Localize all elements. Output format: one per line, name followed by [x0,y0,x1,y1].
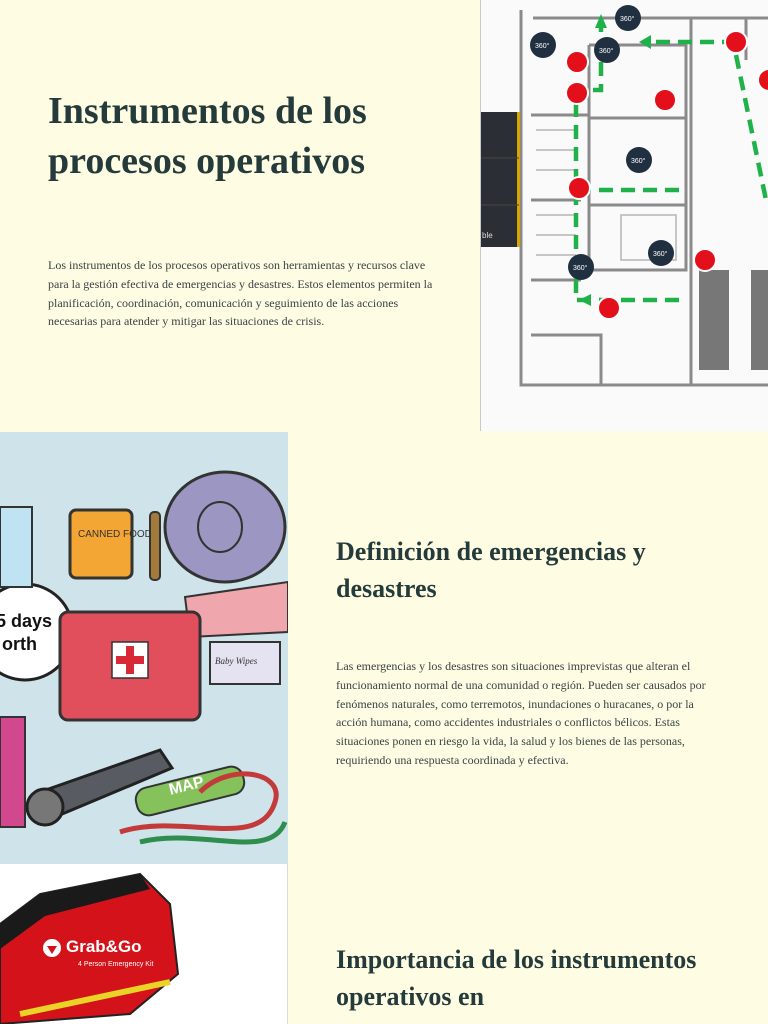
fire-extinguisher-icon [565,30,768,320]
section-body: Los instrumentos de los procesos operati… [48,258,433,329]
panorama-360-label: 360° [599,47,614,55]
section-title: Definición de emergencias y desastres [336,537,646,603]
floor-plan-drawing: ble 360°360°360°360°360 [481,5,768,387]
wipes-label: Baby Wipes [215,656,258,666]
panorama-360-label: 360° [573,264,588,272]
evacuation-floor-plan-image: ble 360°360°360°360°360 [480,0,768,431]
section-importancia: Importancia de los instrumentos operativ… [336,941,736,1015]
can-label: CANNED FOOD [78,529,152,540]
section-instrumentos: Instrumentos de los procesos operativos … [48,86,448,331]
panorama-360-label: 360° [620,15,635,23]
flashlight-icon [25,748,175,827]
panorama-360-label: 360° [653,250,668,258]
grab-and-go-bag-image: Grab&Go 4 Person Emergency Kit [0,864,288,1024]
bubble-line-1: 5 days [0,611,52,631]
panorama-360-icon: 360° 360° 360° 360° 360° 360° [530,5,674,280]
section-title: Instrumentos de los procesos operativos [48,90,367,182]
bag-drawing: Grab&Go 4 Person Emergency Kit [0,864,287,1024]
panorama-360-label: 360° [535,42,550,50]
section-title: Importancia de los instrumentos operativ… [336,945,697,1011]
panorama-360-label: 360° [631,157,646,165]
bag-tagline: 4 Person Emergency Kit [78,961,154,968]
plan-side-label: ble [482,231,493,240]
section-definicion: Definición de emergencias y desastres La… [336,533,716,770]
bag-brand: Grab&Go [66,937,142,956]
emergency-kit-drawing: CANNED FOOD 5 days orth Baby Wipes MAP [0,432,288,864]
bubble-line-2: orth [2,634,37,654]
emergency-kit-image: CANNED FOOD 5 days orth Baby Wipes MAP [0,432,288,864]
first-aid-kit-icon [58,610,202,722]
section-body: Las emergencias y los desastres son situ… [336,659,706,767]
